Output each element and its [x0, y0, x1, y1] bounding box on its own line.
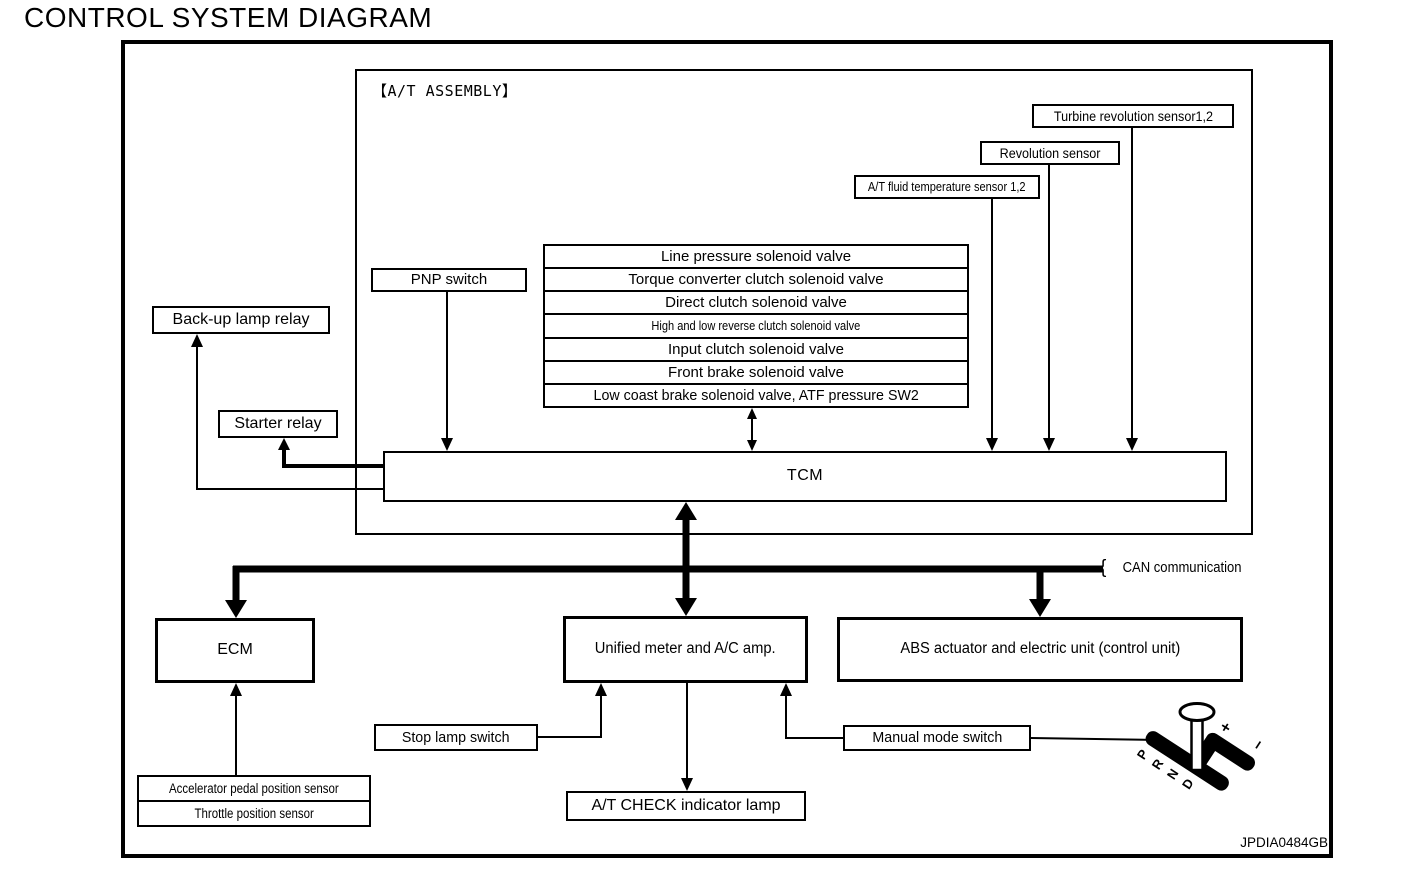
pedal-sensor-row: Throttle position sensor: [139, 800, 369, 825]
pedal-sensor-stack: Accelerator pedal position sensor Thrott…: [137, 775, 371, 827]
starter-relay-box: Starter relay: [218, 410, 338, 438]
shift-manual-minus: −: [1249, 737, 1268, 754]
shift-position-d: D: [1179, 776, 1197, 792]
shift-lever-knob: [1178, 702, 1216, 722]
shift-manual-plus: +: [1217, 719, 1236, 736]
solenoid-row: Front brake solenoid valve: [545, 359, 967, 383]
shift-position-n: N: [1164, 766, 1182, 782]
shift-gate-main-bar: [1145, 731, 1229, 791]
manual-mode-switch-box: Manual mode switch: [843, 725, 1031, 751]
tcm-label: TCM: [786, 467, 824, 485]
solenoid-row: Torque converter clutch solenoid valve: [545, 267, 967, 290]
shift-position-p: P: [1134, 746, 1151, 762]
solenoid-row: Low coast brake solenoid valve, ATF pres…: [545, 382, 967, 406]
abs-actuator-label: ABS actuator and electric unit (control …: [900, 640, 1180, 658]
at-check-indicator-lamp-label: A/T CHECK indicator lamp: [591, 796, 781, 814]
abs-actuator-box: ABS actuator and electric unit (control …: [837, 617, 1243, 682]
unified-meter-label: Unified meter and A/C amp.: [595, 640, 776, 658]
ecm-box: ECM: [155, 618, 315, 683]
shift-gate-manual-bar: [1205, 732, 1255, 771]
shift-position-r: R: [1149, 756, 1167, 773]
can-brace: {: [1100, 557, 1107, 578]
page-title: CONTROL SYSTEM DIAGRAM: [24, 2, 433, 33]
revolution-sensor-label: Revolution sensor: [999, 144, 1101, 161]
pnp-switch-label: PNP switch: [410, 271, 488, 289]
shift-lever-graphic: P R N D + −: [1134, 702, 1269, 792]
unified-meter-box: Unified meter and A/C amp.: [563, 616, 808, 683]
fluid-temperature-sensor-label: A/T fluid temperature sensor 1,2: [868, 179, 1026, 195]
ecm-label: ECM: [217, 641, 253, 659]
solenoid-row: Input clutch solenoid valve: [545, 336, 967, 360]
pedal-sensor-row: Accelerator pedal position sensor: [169, 781, 339, 796]
pnp-switch-box: PNP switch: [371, 268, 527, 292]
at-check-indicator-lamp-box: A/T CHECK indicator lamp: [566, 791, 806, 821]
tcm-box: TCM: [383, 451, 1227, 502]
at-assembly-frame: [355, 69, 1253, 535]
stop-lamp-switch-box: Stop lamp switch: [374, 724, 538, 751]
turbine-revolution-sensor-label: Turbine revolution sensor1,2: [1053, 107, 1213, 124]
revolution-sensor-box: Revolution sensor: [980, 141, 1120, 165]
can-communication-label: CAN communication: [1122, 560, 1242, 576]
shift-lever-stalk: [1190, 714, 1204, 772]
figure-code: JPDIA0484GB: [1240, 835, 1328, 850]
stop-lamp-switch-label: Stop lamp switch: [402, 728, 510, 746]
solenoid-row: High and low reverse clutch solenoid val…: [545, 313, 967, 336]
at-assembly-label: 【A/T ASSEMBLY】: [372, 82, 518, 100]
solenoid-row: Line pressure solenoid valve: [660, 248, 852, 266]
turbine-revolution-sensor-box: Turbine revolution sensor1,2: [1032, 104, 1234, 128]
starter-relay-label: Starter relay: [234, 414, 322, 432]
solenoid-row: Direct clutch solenoid valve: [545, 290, 967, 313]
backup-lamp-relay-label: Back-up lamp relay: [172, 310, 310, 328]
manual-mode-switch-label: Manual mode switch: [872, 729, 1002, 747]
backup-lamp-relay-box: Back-up lamp relay: [152, 306, 330, 334]
fluid-temperature-sensor-box: A/T fluid temperature sensor 1,2: [854, 175, 1040, 199]
solenoid-valve-stack: Line pressure solenoid valve Torque conv…: [543, 244, 969, 408]
